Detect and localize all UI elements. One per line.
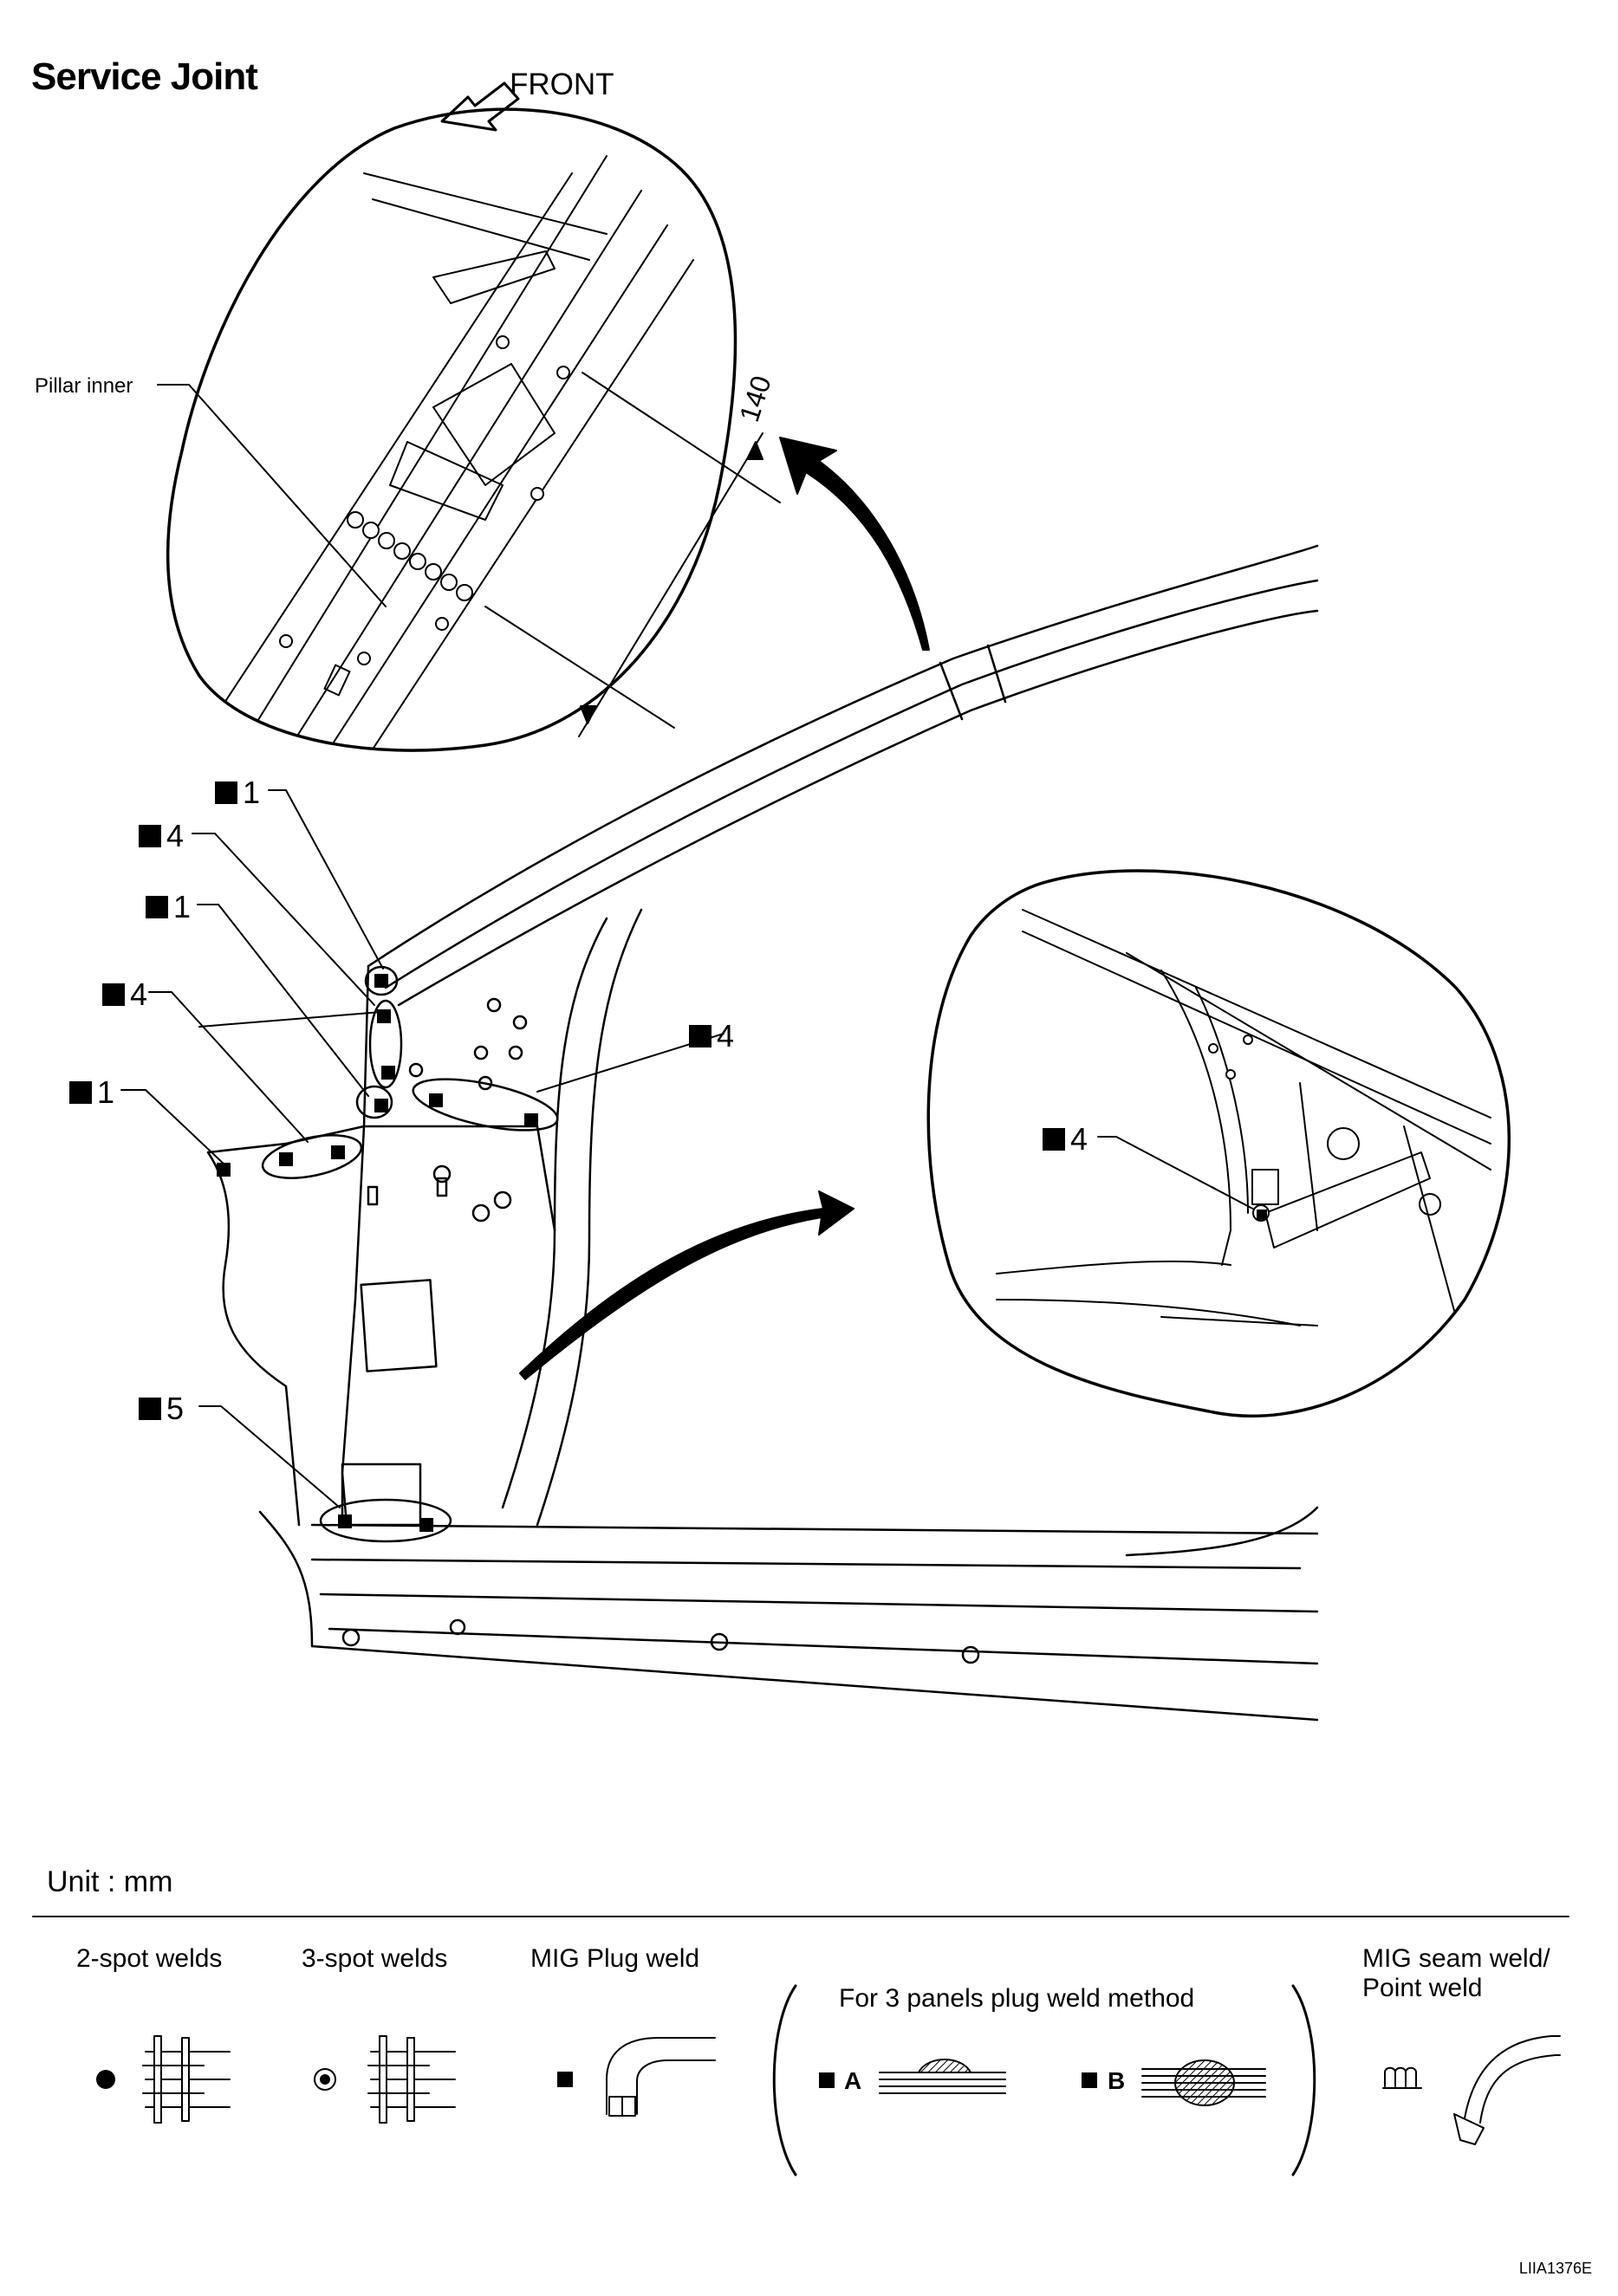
dimension-140	[484, 372, 781, 737]
weld-square-icon	[139, 1398, 161, 1420]
weld-callout: 5	[139, 1391, 184, 1427]
method-a-label: A	[844, 2067, 862, 2094]
legend-two-spot: 2-spot welds	[76, 1944, 223, 1973]
weld-markers	[217, 965, 559, 1543]
plug-weld-icon	[606, 2037, 716, 2117]
front-arrow-icon	[440, 81, 520, 132]
pillar-inner-label: Pillar inner	[35, 374, 133, 398]
weld-callout: 1	[215, 775, 260, 811]
weld-square-icon	[102, 983, 125, 1006]
weld-callout: 1	[69, 1074, 114, 1111]
front-label: FRONT	[510, 68, 614, 101]
pillar-inner-leader	[157, 384, 387, 607]
unit-label: Unit : mm	[47, 1865, 173, 1898]
legend-three-spot: 3-spot welds	[302, 1944, 448, 1973]
callout-leaders	[120, 789, 1262, 1508]
legend-mig-plug: MIG Plug weld	[530, 1944, 700, 1973]
weld-square-icon	[139, 825, 161, 847]
weld-square-icon	[1043, 1128, 1065, 1151]
pointer-arrow-icon	[519, 437, 930, 1380]
lower-detail-view	[926, 869, 1511, 1418]
weld-callout: 4	[102, 976, 147, 1013]
weld-callout: 4	[689, 1018, 734, 1054]
weld-square-icon	[689, 1025, 712, 1047]
weld-callout: 1	[146, 889, 191, 925]
weld-callout: 4	[1043, 1121, 1088, 1158]
upper-detail-view	[166, 107, 738, 752]
weld-square-icon	[215, 782, 237, 804]
figure-id: LIIA1376E	[1518, 2260, 1592, 2277]
spot-weld-icon	[96, 2070, 115, 2089]
legend-three-panels: For 3 panels plug weld method	[839, 1984, 1195, 2013]
method-b-label: B	[1108, 2067, 1126, 2094]
body-panel-drawing	[206, 544, 1319, 1722]
legend-icons	[96, 1984, 1561, 2176]
legend-mig-seam-2: Point weld	[1362, 1974, 1483, 2002]
legend-mig-seam-1: MIG seam weld/	[1362, 1944, 1550, 1973]
weld-callout: 4	[139, 818, 184, 854]
seam-weld-icon	[1382, 2035, 1561, 2145]
page-title: Service Joint	[31, 55, 258, 98]
weld-square-icon	[146, 896, 168, 918]
weld-square-icon	[69, 1081, 92, 1104]
